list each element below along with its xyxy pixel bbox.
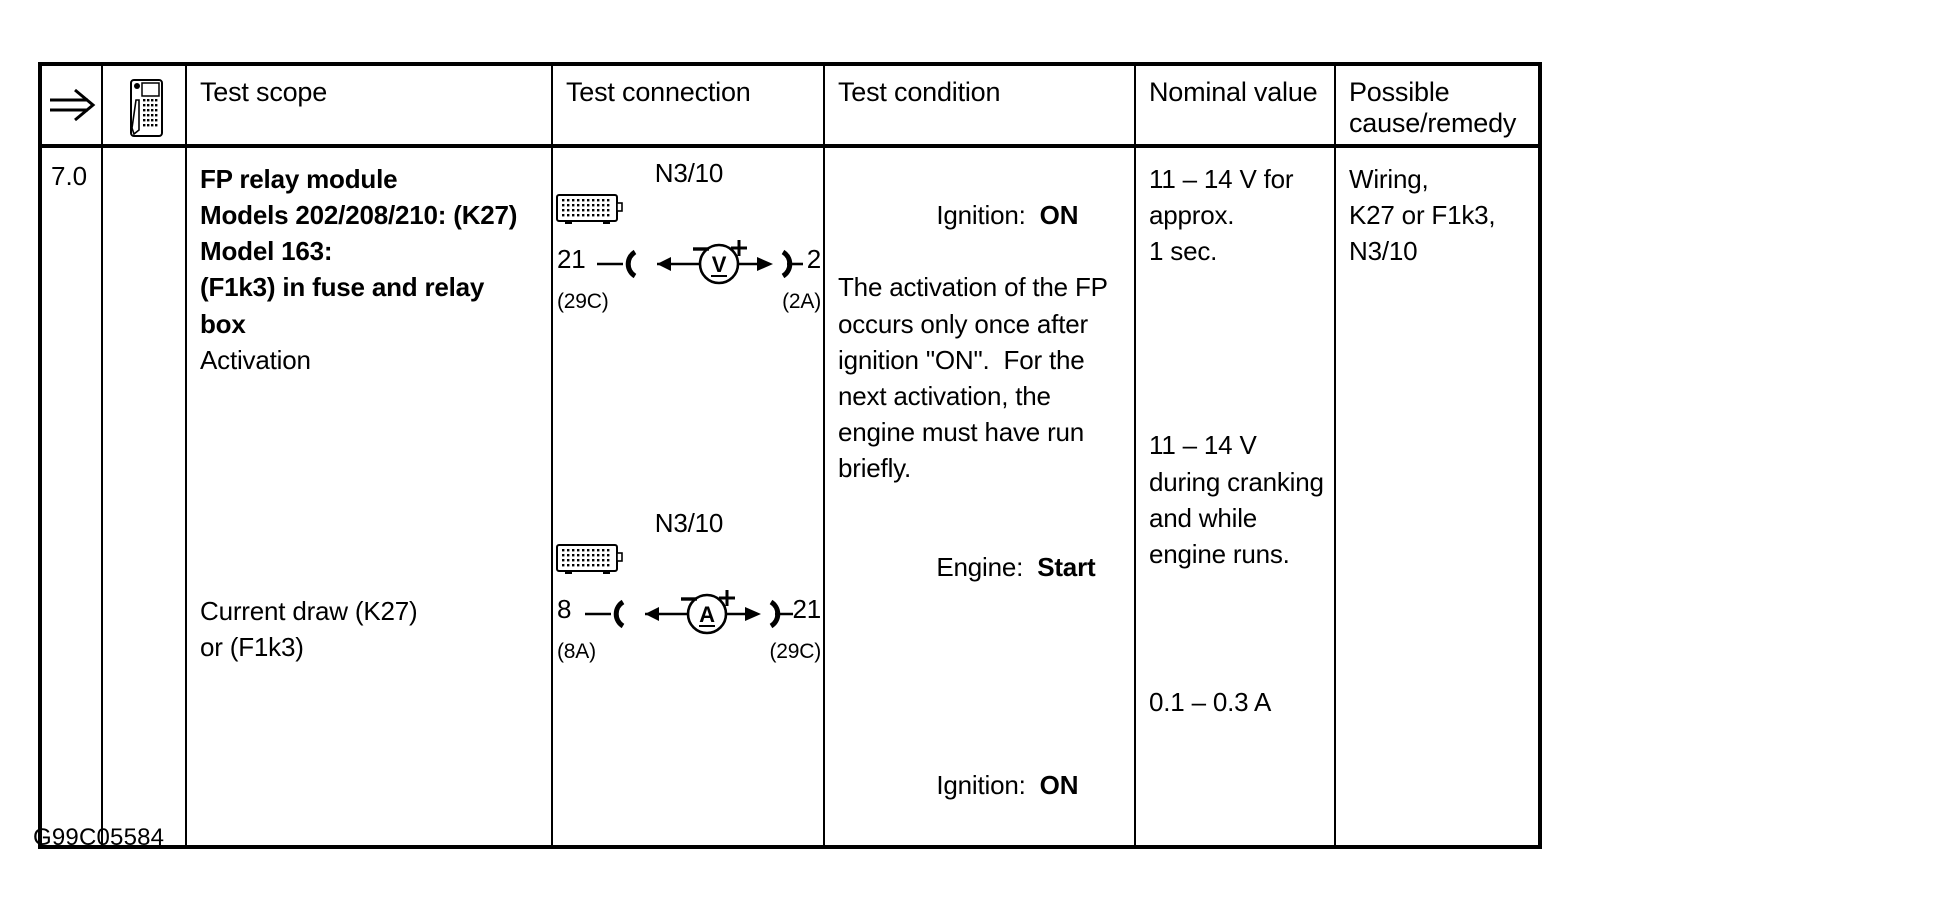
nominal-line: 11 – 14 V for xyxy=(1149,164,1294,194)
voltmeter-circuit-diagram: N3/10 xyxy=(553,158,825,318)
possible-cause-line: N3/10 xyxy=(1349,236,1418,267)
condition-note-line: next activation, the xyxy=(838,380,1051,411)
left-terminal-sublabel: (29C) xyxy=(557,290,609,313)
test-scope-line: Current draw (K27) xyxy=(200,596,418,626)
test-condition-block-1: Ignition: ON The activation of the FP oc… xyxy=(838,161,1126,486)
cell-test-connection: N3/10 xyxy=(551,145,825,849)
condition-note-line: ignition "ON". For the xyxy=(838,344,1085,375)
test-scope-line: (F1k3) in fuse and relay xyxy=(200,272,485,303)
condition-label-value-pair: Ignition: ON xyxy=(838,731,1126,839)
test-condition-content: Ignition: ON The activation of the FP oc… xyxy=(825,148,1134,845)
condition-note-line: The activation of the FP xyxy=(838,272,1108,303)
condition-label: Ignition: xyxy=(936,200,1026,231)
cell-step-number: 7.0 xyxy=(38,145,103,849)
header-label-possible-cause: Possible cause/remedy xyxy=(1336,66,1538,140)
header-cell-test-condition: Test condition xyxy=(823,62,1136,148)
test-scope-line: or (F1k3) xyxy=(200,632,304,663)
diagnostic-test-table: Test scope Test connection Test conditio… xyxy=(38,62,1542,849)
voltmeter-circuit-row: 21 2 xyxy=(553,240,825,286)
double-arrow-icon xyxy=(42,88,101,127)
test-scope-line: FP relay module xyxy=(200,164,398,194)
condition-label: Engine: xyxy=(936,552,1024,583)
possible-cause-line: Wiring, xyxy=(1349,164,1429,194)
nominal-block-1: 11 – 14 V for approx. 1 sec. xyxy=(1149,161,1326,269)
test-scope-lower: Current draw (K27) or (F1k3) xyxy=(200,593,418,665)
nominal-block-2: 11 – 14 V during cranking and while engi… xyxy=(1149,427,1326,572)
ammeter-sublabels: (8A) (29C) xyxy=(553,640,825,668)
header-cell-tester xyxy=(101,62,187,148)
header-cell-test-scope: Test scope xyxy=(185,62,553,148)
header-cell-nominal-value: Nominal value xyxy=(1134,62,1336,148)
nominal-line: approx. xyxy=(1149,200,1235,231)
condition-value: ON xyxy=(1039,769,1079,800)
header-label-possible-cause-line2: cause/remedy xyxy=(1349,108,1517,139)
hand-held-tester-icon xyxy=(103,78,185,143)
right-terminal-number: 2 xyxy=(806,244,821,274)
connector-plug-icon xyxy=(553,191,825,238)
cell-test-condition: Ignition: ON The activation of the FP oc… xyxy=(823,145,1136,849)
condition-value: Start xyxy=(1037,552,1096,583)
test-scope-upper: FP relay module Models 202/208/210: (K27… xyxy=(187,148,551,384)
voltmeter-sublabels: (29C) (2A) xyxy=(553,290,825,318)
cell-test-scope: FP relay module Models 202/208/210: (K27… xyxy=(185,145,553,849)
ammeter-circuit-row: 8 21 A xyxy=(553,590,825,636)
test-scope-line: Activation xyxy=(200,344,311,375)
header-cell-possible-cause: Possible cause/remedy xyxy=(1334,62,1542,148)
voltmeter-symbol: V xyxy=(553,240,825,293)
header-cell-step xyxy=(38,62,103,148)
cell-nominal-value: 11 – 14 V for approx. 1 sec. 11 – 14 V d… xyxy=(1134,145,1336,849)
possible-cause-line: K27 or F1k3, xyxy=(1349,200,1496,231)
nominal-line: engine runs. xyxy=(1149,538,1290,569)
ammeter-symbol: A xyxy=(553,590,825,643)
test-scope-line: Model 163: xyxy=(200,236,333,267)
nominal-line: and while xyxy=(1149,502,1258,533)
nominal-line: 1 sec. xyxy=(1149,236,1218,267)
svg-text:V: V xyxy=(712,252,727,277)
header-label-test-connection: Test connection xyxy=(566,77,751,107)
connector-label: N3/10 xyxy=(654,158,724,188)
possible-cause-content: Wiring, K27 or F1k3, N3/10 xyxy=(1336,148,1538,275)
table-row: 7.0 FP relay module Models 202/208/210: … xyxy=(38,145,1542,849)
test-condition-block-2: Engine: Start xyxy=(838,513,1126,621)
nominal-block-3: 0.1 – 0.3 A xyxy=(1149,684,1326,720)
left-terminal-sublabel: (8A) xyxy=(557,640,596,663)
svg-text:A: A xyxy=(699,602,715,627)
condition-label-value-pair: Engine: Start xyxy=(838,513,1126,621)
condition-label: Ignition: xyxy=(936,769,1026,800)
connector-label: N3/10 xyxy=(654,508,724,538)
test-scope-line: Models 202/208/210: (K27) xyxy=(200,200,518,231)
nominal-line: 0.1 – 0.3 A xyxy=(1149,686,1272,717)
test-scope-line: box xyxy=(200,308,246,339)
left-terminal-number: 21 xyxy=(557,244,586,274)
header-label-test-scope: Test scope xyxy=(200,77,328,107)
condition-value: ON xyxy=(1039,200,1079,231)
condition-note-line: engine must have run xyxy=(838,416,1085,447)
nominal-value-content: 11 – 14 V for approx. 1 sec. 11 – 14 V d… xyxy=(1136,148,1334,726)
header-label-nominal-value: Nominal value xyxy=(1149,77,1318,107)
right-terminal-sublabel: (29C) xyxy=(769,640,821,663)
nominal-line: during cranking xyxy=(1149,466,1324,497)
cell-possible-cause: Wiring, K27 or F1k3, N3/10 xyxy=(1334,145,1542,849)
nominal-line: 11 – 14 V xyxy=(1149,430,1257,461)
condition-label-value-pair: Ignition: ON xyxy=(838,161,1126,269)
table-header-row: Test scope Test connection Test conditio… xyxy=(38,62,1542,148)
left-terminal-number: 8 xyxy=(557,594,572,624)
connector-plug-icon xyxy=(553,541,825,588)
header-cell-test-connection: Test connection xyxy=(551,62,825,148)
cell-tester xyxy=(101,145,187,849)
right-terminal-sublabel: (2A) xyxy=(782,290,821,313)
test-condition-block-3: Ignition: ON xyxy=(838,731,1126,839)
condition-note-line: briefly. xyxy=(838,453,912,483)
ammeter-circuit-diagram: N3/10 xyxy=(553,508,825,668)
header-label-possible-cause-line1: Possible xyxy=(1349,77,1450,107)
step-number: 7.0 xyxy=(51,161,88,191)
header-label-test-condition: Test condition xyxy=(838,77,1001,107)
condition-note-line: occurs only once after xyxy=(838,308,1088,339)
right-terminal-number: 21 xyxy=(792,594,821,624)
figure-code: G99C05584 xyxy=(33,824,165,851)
